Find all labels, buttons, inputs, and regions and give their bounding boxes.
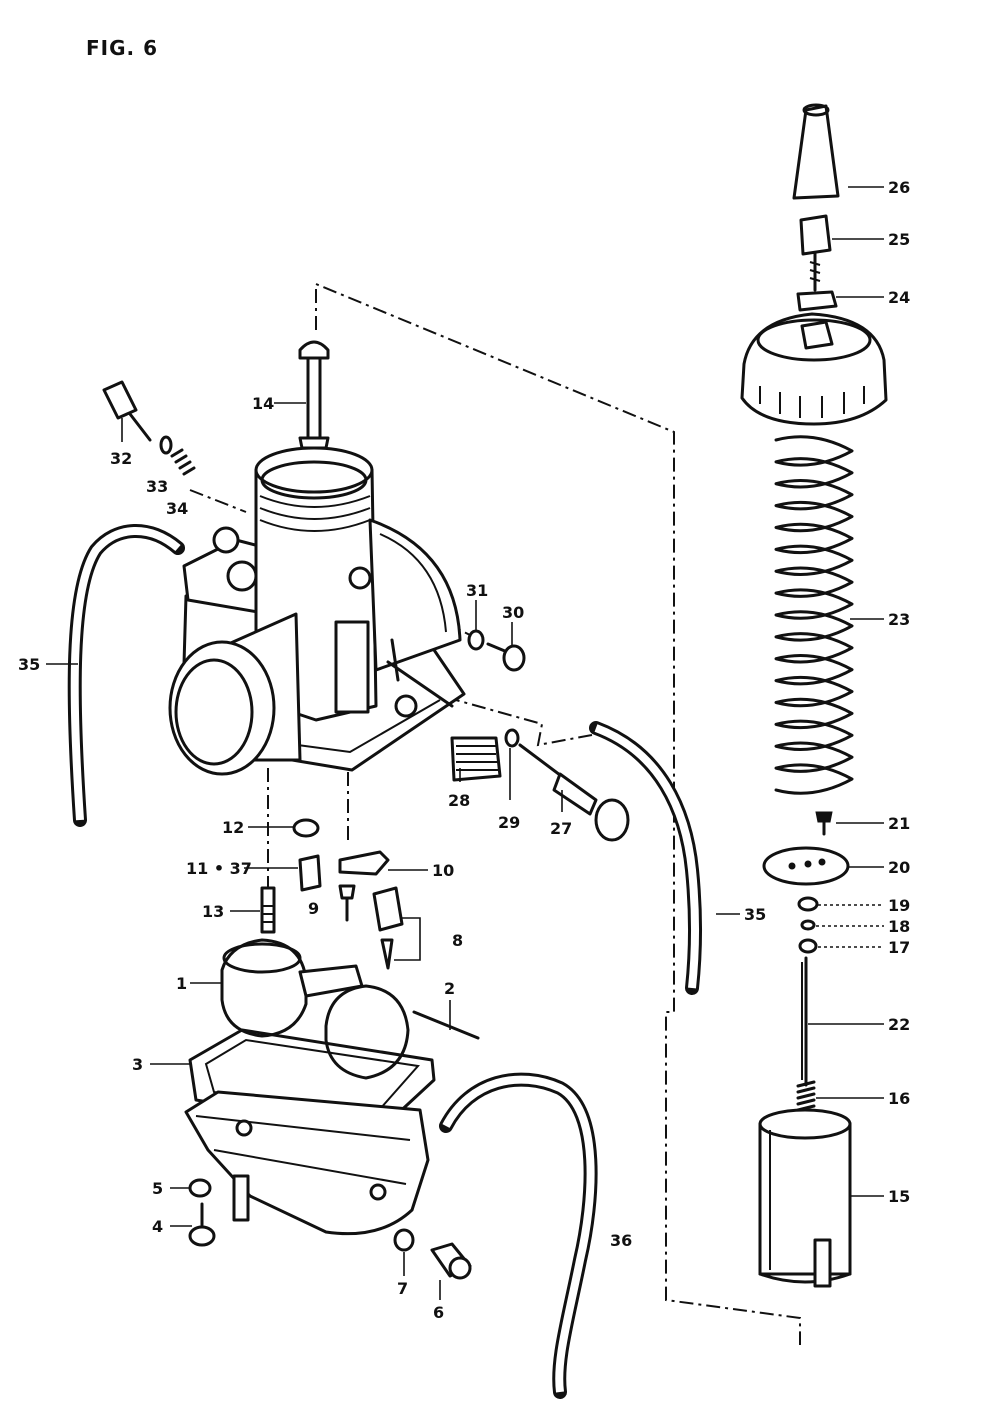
callout-34: 34: [166, 499, 188, 518]
callout-9: 9: [308, 899, 319, 918]
part-34-spring: [170, 448, 196, 476]
callout-14: 14: [252, 394, 274, 413]
part-5-washer: [188, 1178, 212, 1198]
callout-21: 21: [888, 814, 910, 833]
callout-7: 7: [397, 1279, 408, 1298]
part-14-bolt: [298, 340, 330, 450]
callout-12: 12: [222, 818, 244, 837]
callout-1: 1: [176, 974, 187, 993]
part-36-hose: [439, 1072, 598, 1399]
callout-26: 26: [888, 178, 910, 197]
callout-16: 16: [888, 1089, 910, 1108]
callout-5: 5: [152, 1179, 163, 1198]
part-32-pilot-screw: [102, 380, 152, 442]
part-8-needle-valve: [372, 886, 421, 970]
part-35-hose-left: [67, 524, 185, 827]
part-25-adjuster: [799, 214, 832, 292]
callout-3: 3: [132, 1055, 143, 1074]
callout-10: 10: [432, 861, 454, 880]
part-31-washer: [467, 629, 485, 651]
part-27-throttle-stop-screw: [518, 743, 630, 842]
callout-2: 2: [444, 979, 455, 998]
part-22-jet-needle: [801, 956, 808, 1087]
callout-15: 15: [888, 1187, 910, 1206]
callout-25: 25: [888, 230, 910, 249]
part-21-screw: [815, 811, 833, 836]
callout-labels: 26 25 24 23 21 20 19 18 17 22 16 15 14 3…: [18, 178, 910, 1322]
part-12-washer: [292, 818, 320, 838]
part-26-cap: [792, 103, 840, 200]
part-24-nut: [796, 290, 838, 312]
part-28-spring: [450, 736, 502, 782]
part-18-washer: [800, 919, 816, 931]
callout-32: 32: [110, 449, 132, 468]
callout-20: 20: [888, 858, 910, 877]
part-23-spring: [774, 435, 854, 795]
callout-13: 13: [202, 902, 224, 921]
part-10-plate: [338, 850, 390, 876]
callout-33: 33: [146, 477, 168, 496]
part-4-screw: [188, 1202, 216, 1247]
part-3-gasket: [188, 1028, 436, 1132]
callout-29: 29: [498, 813, 520, 832]
callout-36: 36: [610, 1231, 632, 1250]
part-35-hose-right: [589, 721, 702, 995]
carburetor-body: [168, 446, 466, 776]
part-6-plug: [430, 1242, 472, 1280]
figure-title: FIG. 6: [86, 36, 158, 60]
callout-28: 28: [448, 791, 470, 810]
callout-17: 17: [888, 938, 910, 957]
float-bowl: [184, 1090, 430, 1236]
callout-19: 19: [888, 896, 910, 915]
part-19-clip: [797, 896, 819, 912]
callout-22: 22: [888, 1015, 910, 1034]
part-17-washer: [798, 938, 818, 954]
part-11-37-jet: [298, 854, 322, 892]
callout-30: 30: [502, 603, 524, 622]
callout-24: 24: [888, 288, 910, 307]
callout-18: 18: [888, 917, 910, 936]
part-30-screw: [486, 642, 526, 672]
callout-31: 31: [466, 581, 488, 600]
part-15-throttle-valve: [758, 1108, 852, 1288]
callout-35-right: 35: [744, 905, 766, 924]
callout-27: 27: [550, 819, 572, 838]
callout-23: 23: [888, 610, 910, 629]
part-7-washer: [393, 1228, 415, 1252]
part-2-pin: [412, 1010, 480, 1040]
callout-35-left: 35: [18, 655, 40, 674]
callout-11-37: 11 • 37: [186, 859, 252, 878]
leader-lines: [46, 186, 884, 1300]
callout-4: 4: [152, 1217, 163, 1236]
callout-8: 8: [452, 931, 463, 950]
part-33-o-ring: [159, 435, 173, 455]
part-9-screw: [338, 884, 356, 922]
mixing-chamber-cap: [740, 312, 888, 426]
part-13-jet: [260, 886, 276, 934]
part-1-float: [220, 938, 410, 1080]
part-20-plate: [762, 846, 850, 886]
part-16-spring: [796, 1080, 816, 1112]
callout-6: 6: [433, 1303, 444, 1322]
part-29-o-ring: [504, 728, 520, 748]
